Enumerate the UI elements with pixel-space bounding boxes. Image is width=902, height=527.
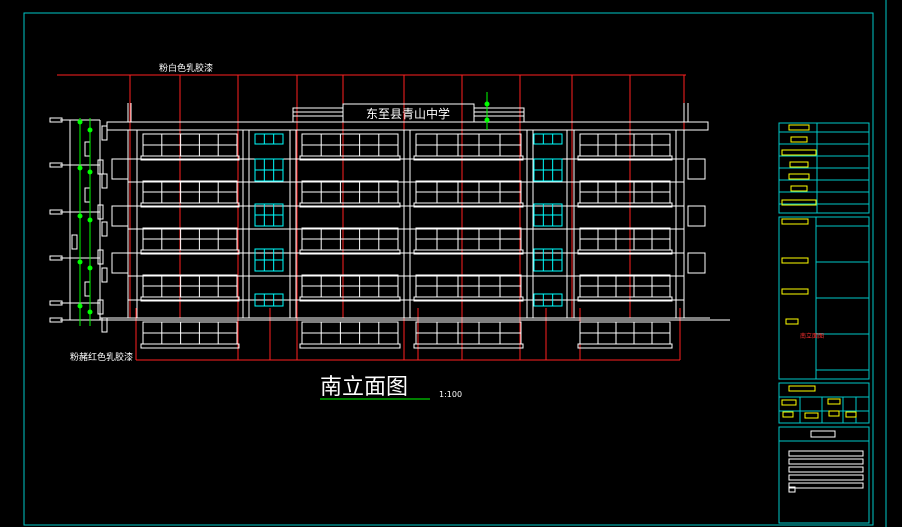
building-facade [100, 129, 730, 349]
side-balcony [687, 252, 706, 274]
stairwell-window [254, 293, 284, 307]
grid-markers [77, 92, 490, 326]
grid-marker-dot [77, 303, 83, 309]
balcony-rail [299, 249, 401, 255]
title-block-tag [781, 218, 809, 225]
section-opening [101, 125, 108, 141]
section-opening [97, 159, 104, 175]
grid-marker-dot [87, 217, 93, 223]
grid-marker-dot [77, 165, 83, 171]
grid-marker-dot [87, 169, 93, 175]
side-balcony [111, 252, 129, 274]
view-scale: 1:100 [439, 390, 462, 399]
balcony-rail [299, 343, 401, 349]
grid-marker-dot [77, 119, 83, 125]
side-balcony [111, 158, 129, 180]
stairwell-window [533, 133, 563, 145]
grid-marker-dot [484, 117, 490, 123]
view-title: 南立面图 [320, 375, 408, 400]
balcony-rail [140, 155, 240, 161]
bottom-material-note: 粉赭红色乳胶漆 [70, 351, 133, 363]
balcony-rail [140, 343, 240, 349]
school-name-sign: 东至县青山中学 [342, 103, 475, 123]
title-block-sheet-name: 南立面图 [800, 332, 824, 340]
grid-marker-dot [77, 259, 83, 265]
balcony-rail [413, 155, 524, 161]
title-block-tag [845, 411, 857, 418]
title-block [778, 122, 870, 524]
section-opening [101, 173, 108, 189]
section-opening [101, 267, 108, 283]
title-block-tag [789, 161, 809, 168]
section-opening [97, 204, 104, 220]
title-block-tag [790, 185, 808, 192]
balcony-rail [413, 343, 524, 349]
notes-text-line [788, 474, 864, 481]
notes-text-line [788, 486, 796, 493]
section-opening [101, 221, 108, 237]
section-opening [97, 249, 104, 265]
sheet-frame [23, 0, 887, 527]
title-block-tag [785, 318, 799, 325]
top-material-note: 粉白色乳胶漆 [159, 62, 213, 74]
title-block-tag [790, 136, 808, 143]
stairwell-window [533, 293, 563, 307]
title-block-tag [788, 173, 810, 180]
title-block-tag [828, 410, 840, 417]
side-balcony [111, 205, 129, 227]
stairwell-window [254, 133, 284, 145]
balcony-rail [577, 155, 673, 161]
grid-marker-dot [87, 265, 93, 271]
notes-heading-box [810, 430, 836, 438]
grid-marker-dot [87, 127, 93, 133]
title-block-tag [781, 288, 809, 295]
balcony-rail [577, 296, 673, 302]
title-block-tag [781, 399, 797, 406]
title-block-tag [788, 385, 816, 392]
notes-text-line [788, 450, 864, 457]
section-opening [101, 317, 108, 333]
school-name-text: 东至县青山中学 [366, 106, 450, 121]
grid-marker-dot [87, 309, 93, 315]
notes-text-line [788, 482, 864, 489]
title-block-tag [804, 412, 819, 419]
title-block-tag [782, 411, 794, 418]
balcony-rail [140, 296, 240, 302]
balcony-rail [140, 249, 240, 255]
section-opening [97, 299, 104, 315]
grid-marker-dot [77, 213, 83, 219]
balcony-rail [413, 249, 524, 255]
section-opening [71, 234, 78, 250]
side-balcony [687, 158, 706, 180]
notes-text-line [788, 458, 864, 465]
side-balcony [687, 205, 706, 227]
title-block-tag [781, 149, 817, 156]
notes-text-line [788, 466, 864, 473]
balcony-rail [577, 343, 673, 349]
title-block-tag [827, 398, 841, 405]
balcony-rail [299, 296, 401, 302]
balcony-rail [299, 155, 401, 161]
balcony-rail [577, 202, 673, 208]
balcony-rail [413, 202, 524, 208]
balcony-rail [577, 249, 673, 255]
balcony-rail [413, 296, 524, 302]
title-block-tag [788, 124, 810, 131]
grid-marker-dot [484, 101, 490, 107]
title-block-tag [781, 257, 809, 264]
title-block-tag [781, 199, 817, 206]
balcony-rail [299, 202, 401, 208]
balcony-rail [140, 202, 240, 208]
